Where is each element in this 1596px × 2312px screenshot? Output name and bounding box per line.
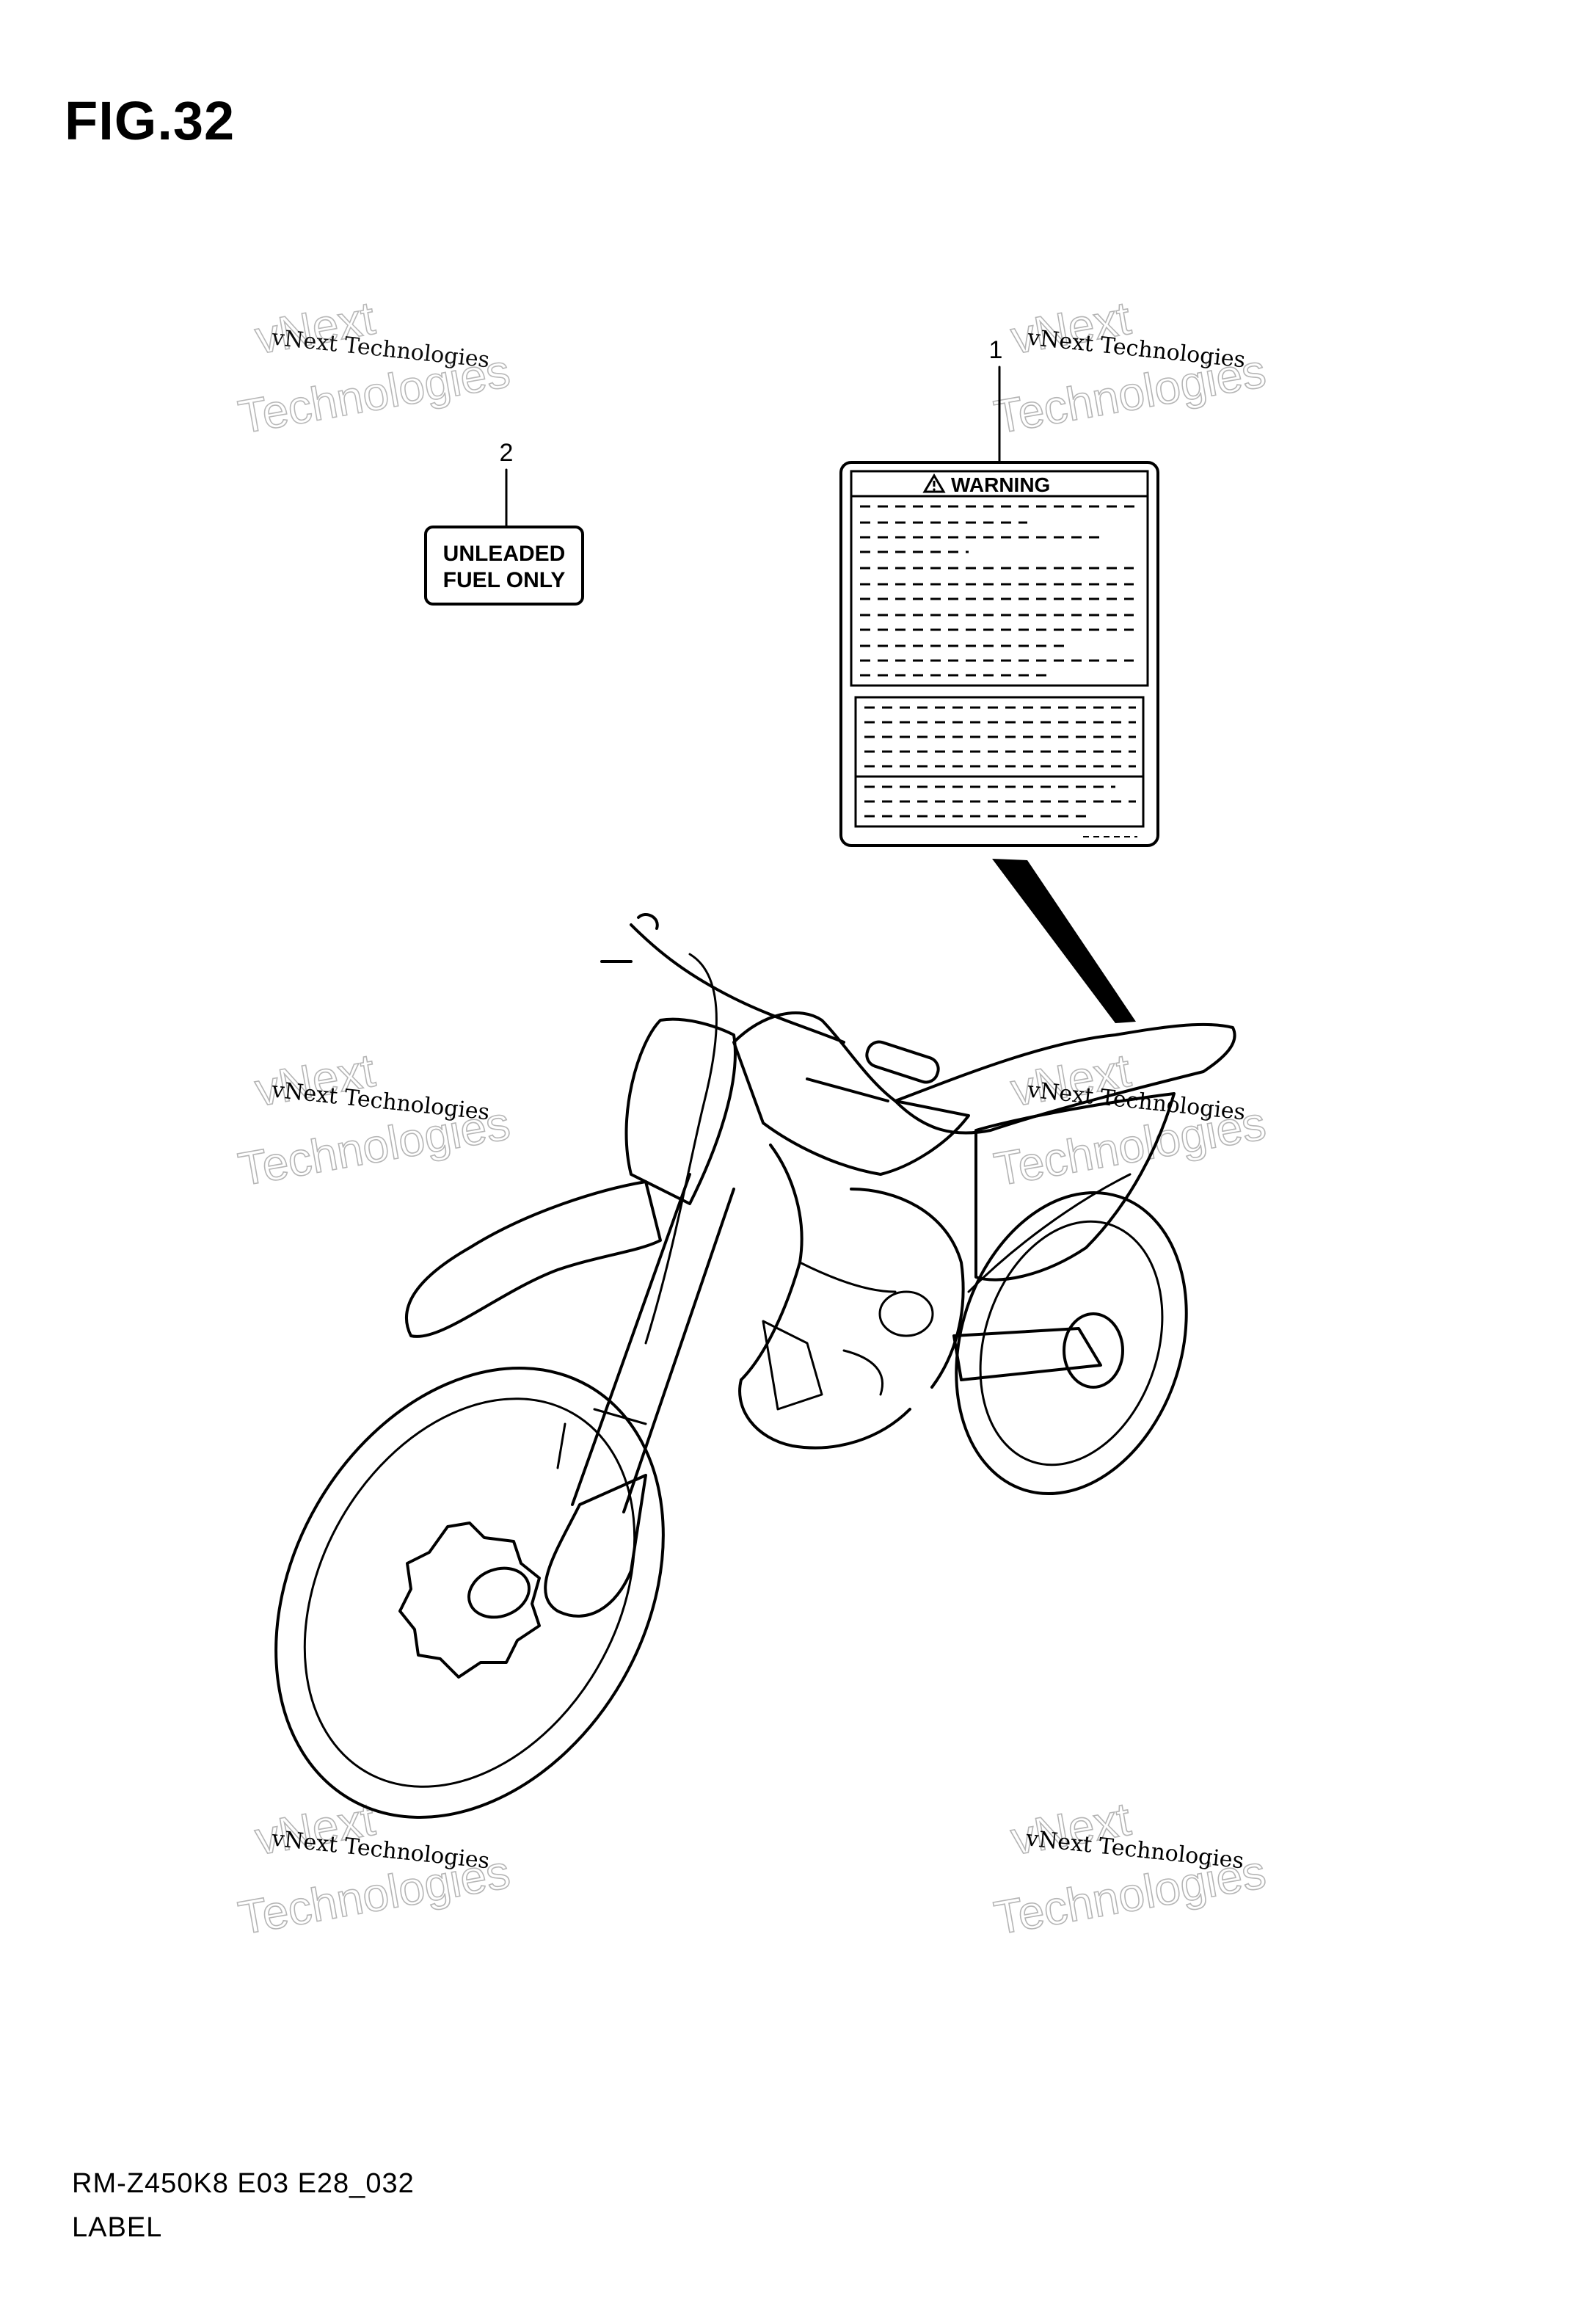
watermark-bottom-left: vNext Technologies vNext Technologies [234,1792,514,1945]
watermark-mid-right: vNext Technologies vNext Technologies [990,1043,1270,1196]
watermark-top-left: vNext Technologies vNext Technologies [234,291,514,444]
callout-number-1: 1 [989,336,1003,364]
diagram-code: RM-Z450K8 E03 E28_032 [72,2168,415,2199]
figure-title: FIG.32 [65,90,236,151]
warning-triangle-icon [922,473,946,493]
fuel-label-line1: UNLEADED [443,542,566,566]
warning-text-lines [860,505,1137,677]
section-name: LABEL [72,2212,163,2243]
watermark-bottom-right: vNext Technologies vNext Technologies [990,1792,1270,1945]
pointer-arrow [992,859,1136,1023]
warning-box2-lines [864,785,1136,818]
motorcycle-illustration [274,913,1236,1819]
watermark-top-right: vNext Technologies vNext Technologies [990,291,1270,444]
fuel-label-line2: FUEL ONLY [443,568,566,592]
warning-label: WARNING [839,461,1159,847]
warning-box1-lines [864,706,1136,768]
watermark-mid-left: vNext Technologies vNext Technologies [234,1043,514,1196]
unleaded-fuel-label: UNLEADED FUEL ONLY [424,526,584,606]
callout-number-2: 2 [500,439,514,467]
warning-heading: WARNING [951,473,1050,496]
